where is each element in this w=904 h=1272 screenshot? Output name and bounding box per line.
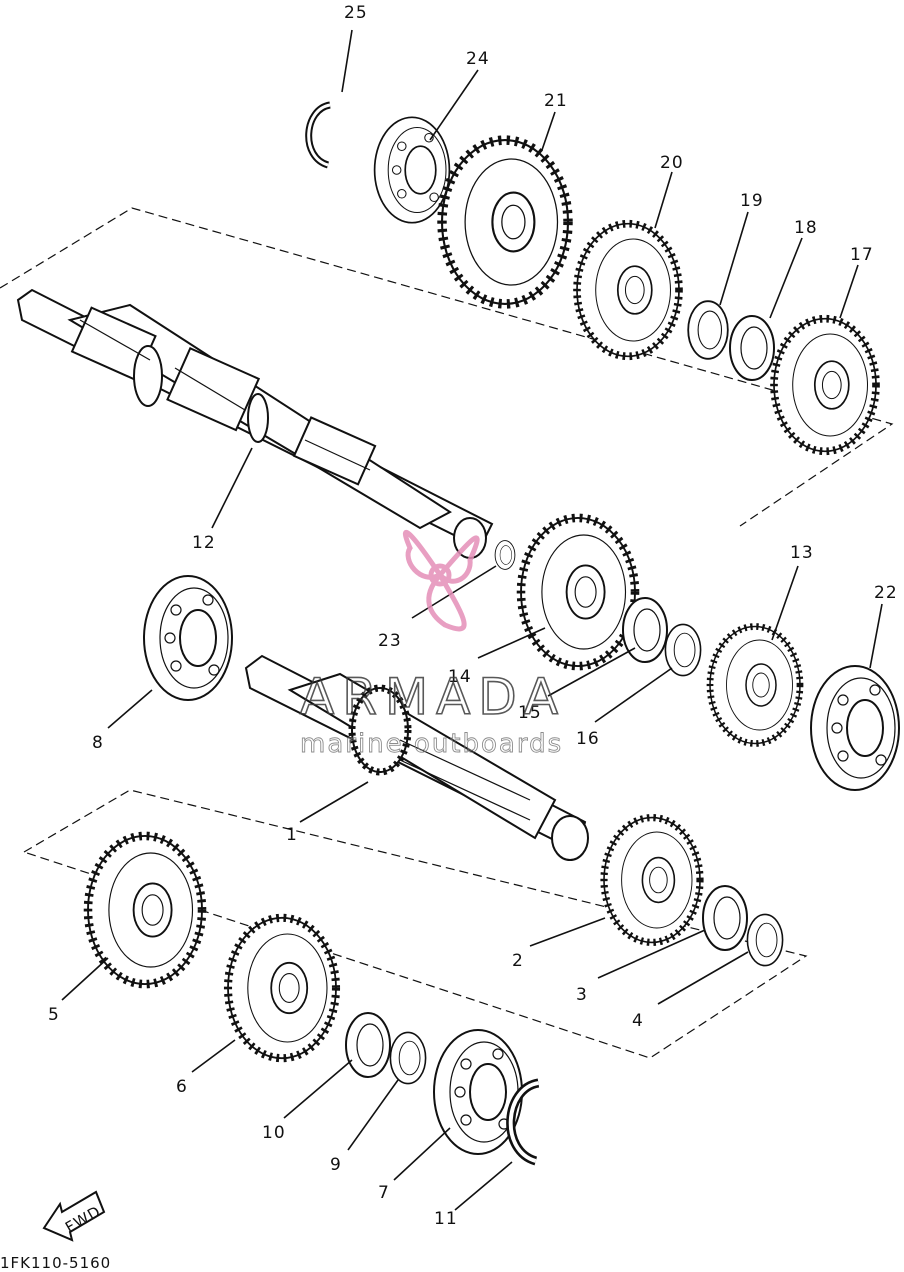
gear-2 — [604, 818, 700, 943]
label-25: 25 — [344, 3, 368, 23]
bearing-22 — [810, 665, 900, 791]
gear-21 — [442, 140, 568, 304]
gear-14 — [521, 518, 635, 666]
washer-3 — [702, 885, 748, 951]
label-6: 6 — [176, 1077, 188, 1097]
label-7: 7 — [378, 1183, 390, 1203]
washer-15 — [622, 597, 668, 663]
label-12: 12 — [192, 533, 216, 553]
bearing-24 — [373, 116, 451, 224]
label-20: 20 — [660, 153, 684, 173]
drawing-code: 1FK110-5160 — [0, 1254, 111, 1272]
label-15: 15 — [518, 703, 542, 723]
gear-17 — [774, 319, 876, 452]
fwd-arrow: FWD — [42, 1190, 106, 1242]
label-19: 19 — [740, 191, 764, 211]
collar-23 — [494, 540, 516, 570]
label-11: 11 — [434, 1209, 458, 1229]
circlip-4 — [746, 913, 784, 967]
circlip-25 — [309, 105, 330, 165]
upper-assembly-outline — [0, 207, 894, 527]
part-labels: 25 24 21 20 19 18 17 12 23 14 13 22 15 1… — [48, 3, 898, 1229]
label-18: 18 — [794, 218, 818, 238]
label-16: 16 — [576, 729, 600, 749]
bearing-8 — [143, 575, 233, 701]
label-13: 13 — [790, 543, 814, 563]
label-2: 2 — [512, 951, 524, 971]
gear-13 — [710, 627, 800, 744]
label-23: 23 — [378, 631, 402, 651]
watermark-title: ARMADA — [300, 668, 566, 726]
label-1: 1 — [286, 825, 298, 845]
circlip-19 — [687, 300, 729, 360]
label-5: 5 — [48, 1005, 60, 1025]
label-24: 24 — [466, 49, 490, 69]
propeller-logo — [402, 529, 480, 632]
circlip-11 — [511, 1083, 539, 1161]
gear-6 — [228, 918, 336, 1058]
washer-18 — [729, 315, 775, 381]
gear-5 — [88, 836, 202, 984]
label-3: 3 — [576, 985, 588, 1005]
leader-lines — [61, 29, 883, 1211]
drive-axle — [16, 288, 494, 559]
lower-assembly-outline — [22, 789, 808, 1059]
label-8: 8 — [92, 733, 104, 753]
label-4: 4 — [632, 1011, 644, 1031]
circlip-16 — [664, 623, 702, 677]
label-21: 21 — [544, 91, 568, 111]
main-axle — [244, 654, 589, 861]
circlip-9 — [389, 1031, 427, 1085]
label-10: 10 — [262, 1123, 286, 1143]
label-14: 14 — [448, 667, 472, 687]
label-9: 9 — [330, 1155, 342, 1175]
watermark-subtitle: marine outboards — [300, 729, 563, 759]
label-17: 17 — [850, 245, 874, 265]
watermark: ARMADA marine outboards — [299, 529, 566, 759]
washer-10 — [345, 1012, 391, 1078]
label-22: 22 — [874, 583, 898, 603]
gear-20 — [577, 224, 679, 357]
